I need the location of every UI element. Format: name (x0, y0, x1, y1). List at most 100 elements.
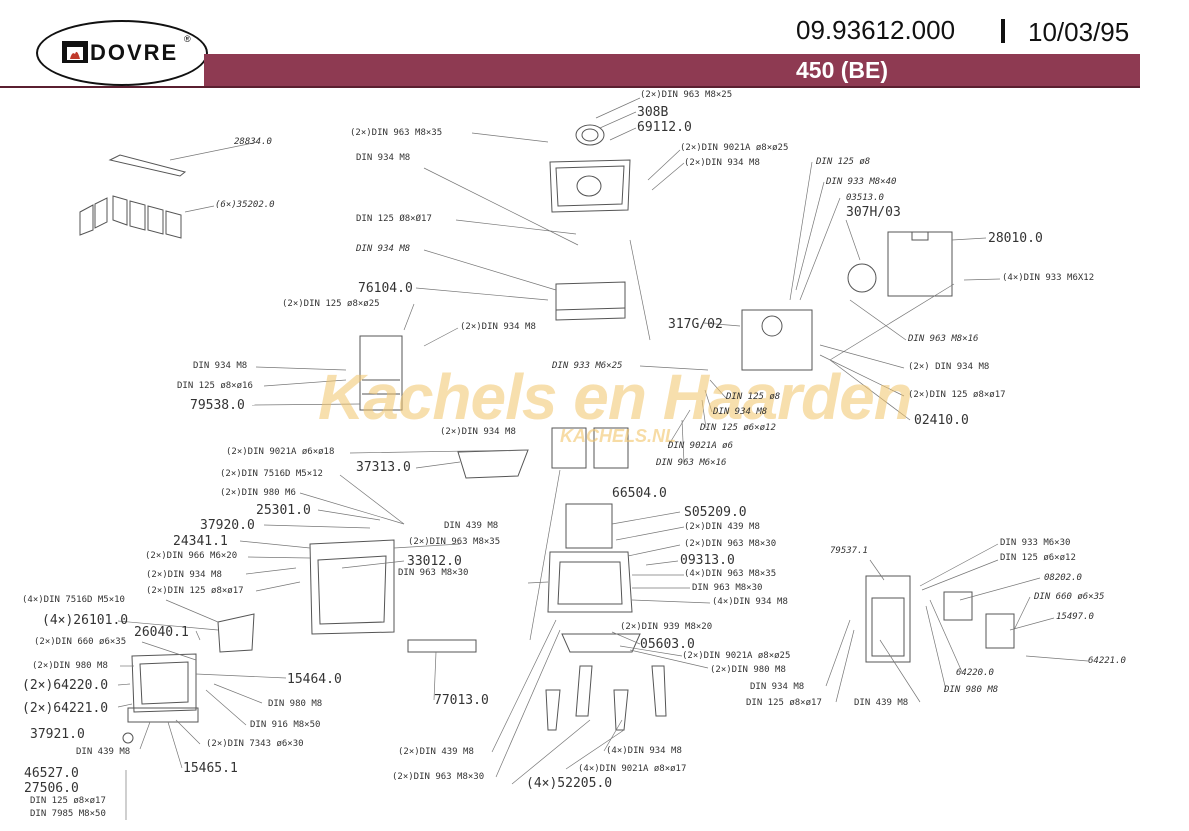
part-label: 76104.0 (358, 281, 413, 296)
part-label: DIN 9021A ø6 (668, 441, 734, 451)
part-label: (2×)DIN 125 ø8×ø25 (282, 299, 380, 309)
part-label: 37313.0 (356, 460, 411, 475)
handle-bar-part (108, 154, 187, 177)
part-label: (2×)DIN 963 M8×30 (392, 772, 485, 782)
part-label: (2×)DIN 980 M8 (710, 665, 786, 675)
watermark-url: KACHELS.NL (560, 426, 676, 446)
part-label: DIN 980 M8 (944, 685, 999, 695)
part-label: 46527.0 (24, 766, 79, 781)
part-label: (4×)DIN 963 M8×35 (684, 569, 777, 579)
leader-lines (117, 97, 1089, 820)
header-rule (0, 86, 1140, 88)
part-label: (2×)DIN 980 M8 (32, 661, 108, 671)
part-label: 15497.0 (1056, 612, 1094, 622)
part-label: (2×)64221.0 (22, 701, 109, 716)
part-label: (4×)DIN 933 M6X12 (1002, 273, 1095, 283)
part-label: DIN 934 M8 (193, 361, 248, 371)
part-label: DIN 125 ø8×ø17 (30, 796, 106, 806)
part-label: (2×)DIN 934 M8 (460, 322, 536, 332)
part-label: DIN 439 M8 (444, 521, 499, 531)
part-label: S05209.0 (684, 505, 747, 520)
part-label: (2×)DIN 660 ø6×35 (34, 637, 127, 647)
document-date: 10/03/95 (1028, 17, 1130, 47)
part-label: DIN 660 ø6×35 (1034, 592, 1105, 602)
part-label: DIN 934 M8 (356, 153, 411, 163)
part-label: (2×)DIN 939 M8×20 (620, 622, 713, 632)
part-label: 64221.0 (1088, 656, 1126, 666)
part-label: (4×)DIN 934 M8 (712, 597, 788, 607)
part-label: 25301.0 (256, 503, 311, 518)
part-label: (2×) DIN 934 M8 (908, 362, 990, 372)
part-label: 79537.1 (830, 546, 868, 556)
part-label: (2×)DIN 439 M8 (398, 747, 474, 757)
brand-logo: DOVRE ® (36, 20, 208, 86)
brand-name: DOVRE (90, 40, 179, 65)
part-label: DIN 125 ø6×ø12 (1000, 553, 1076, 563)
part-label: DIN 933 M6×25 (552, 361, 623, 371)
part-label: 15464.0 (287, 672, 342, 687)
header-band (204, 54, 1140, 86)
part-label: DIN 963 M6×16 (656, 458, 727, 468)
part-label: (6×)35202.0 (215, 200, 275, 210)
part-label: 05603.0 (640, 637, 695, 652)
model-title: 450 (BE) (796, 57, 889, 83)
part-label: 08202.0 (1044, 573, 1082, 583)
part-label: (2×)DIN 9021A ø8×ø25 (682, 651, 791, 661)
side-tiles-part (79, 195, 182, 239)
part-label: (2×)64220.0 (22, 678, 109, 693)
part-label: (4×)DIN 934 M8 (606, 746, 682, 756)
part-label: DIN 963 M8×16 (908, 334, 979, 344)
part-label: 308B (637, 105, 669, 120)
part-label: (2×)DIN 980 M6 (220, 488, 296, 498)
part-label: DIN 980 M8 (268, 699, 323, 709)
part-label: 26040.1 (134, 625, 189, 640)
part-label: DIN 125 ø8×ø16 (177, 381, 253, 391)
part-label: 27506.0 (24, 781, 79, 796)
part-label: DIN 7985 M8×50 (30, 809, 106, 819)
part-label: (2×)DIN 439 M8 (684, 522, 760, 532)
part-label: DIN 916 M8×50 (250, 720, 321, 730)
document-number: 09.93612.000 (796, 15, 956, 45)
part-label: (2×)DIN 9021A ø8×ø25 (680, 143, 789, 153)
stove-body-part (545, 503, 667, 731)
part-label: DIN 439 M8 (76, 747, 131, 757)
part-label: (2×)DIN 125 ø8×ø17 (908, 390, 1006, 400)
side-door-part (865, 575, 1015, 663)
part-label: DIN 963 M8×30 (398, 568, 469, 578)
part-label: 28834.0 (234, 137, 272, 147)
part-label: (2×)DIN 966 M6×20 (145, 551, 238, 561)
part-label: (2×)DIN 963 M8×30 (684, 539, 777, 549)
part-label: DIN 125 Ø8×Ø17 (356, 214, 432, 224)
front-frame-part (122, 539, 477, 744)
part-label: (4×)DIN 9021A ø8×ø17 (578, 764, 687, 774)
part-label: 69112.0 (637, 120, 692, 135)
part-label: (2×)DIN 934 M8 (440, 427, 516, 437)
part-label: 317G/02 (668, 317, 723, 332)
part-label: (2×)DIN 934 M8 (684, 158, 760, 168)
part-label: 79538.0 (190, 398, 245, 413)
stove-logo-icon (62, 41, 88, 63)
part-label: 37921.0 (30, 727, 85, 742)
part-label: (2×)DIN 7343 ø6×30 (206, 739, 304, 749)
part-label: 15465.1 (183, 761, 238, 776)
part-label: (4×)52205.0 (526, 776, 613, 791)
part-label: DIN 125 ø8×ø17 (746, 698, 822, 708)
registered-mark: ® (184, 34, 191, 44)
part-label: (2×)DIN 963 M8×25 (640, 90, 733, 100)
part-label: 33012.0 (407, 554, 462, 569)
part-label: DIN 933 M6×30 (1000, 538, 1071, 548)
part-label: DIN 963 M8×30 (692, 583, 763, 593)
part-label: 28010.0 (988, 231, 1043, 246)
header-separator (1001, 19, 1005, 43)
part-label: (2×)DIN 963 M8×35 (408, 537, 501, 547)
part-label: 24341.1 (173, 534, 228, 549)
part-label: 307H/03 (846, 205, 901, 220)
baffle-part (555, 281, 626, 321)
back-plate-part (741, 231, 953, 371)
part-label: DIN 934 M8 (750, 682, 805, 692)
part-label: DIN 933 M8×40 (826, 177, 897, 187)
part-label: DIN 125 ø8 (816, 157, 871, 167)
watermark-text: Kachels en Haarden (318, 361, 913, 433)
part-label: 37920.0 (200, 518, 255, 533)
